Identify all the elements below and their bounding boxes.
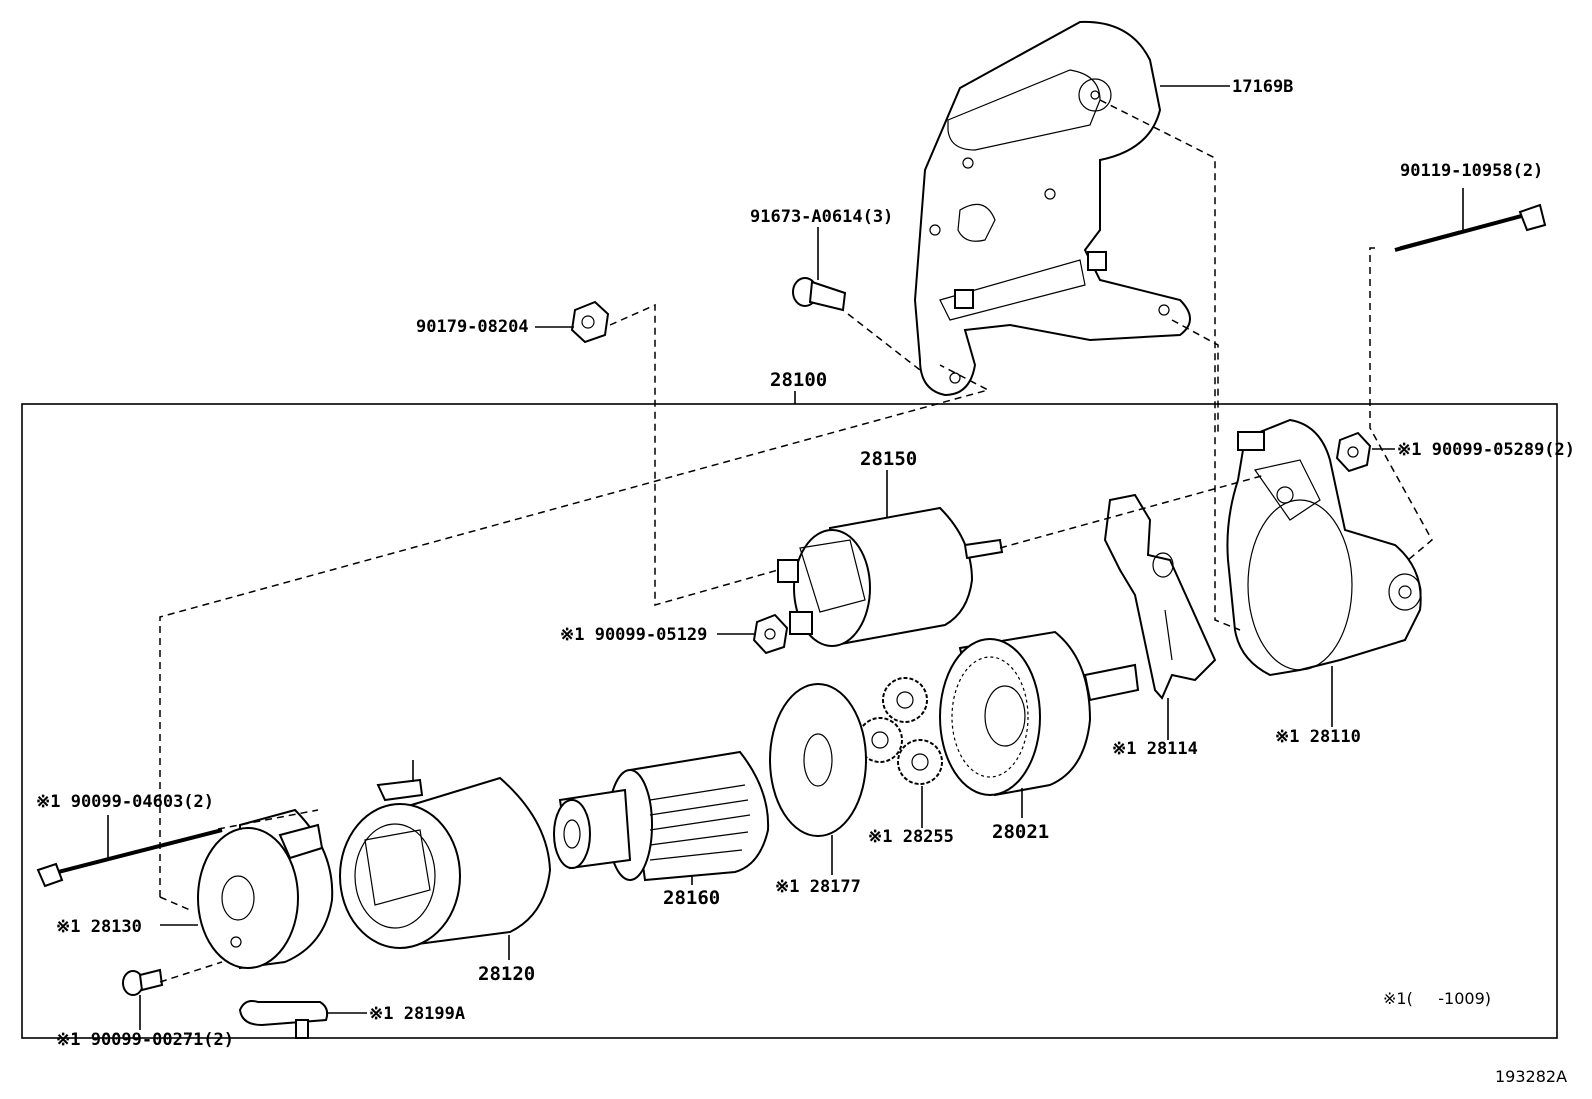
figure-id: 193282A	[1495, 1067, 1567, 1086]
label-28160: 28160	[663, 887, 720, 909]
yoke-28120	[339, 760, 552, 949]
nut-90179-08204	[570, 300, 610, 344]
label-17169b: 17169B	[1232, 77, 1293, 97]
bolt-91673-a0614	[792, 277, 847, 312]
label-90099-00271: ※1 90099-00271(2)	[56, 1030, 234, 1050]
label-28110: ※1 28110	[1275, 727, 1361, 747]
nut-90099-05289	[1335, 431, 1372, 473]
bracket-17169b	[913, 20, 1191, 397]
label-90099-05289: ※1 90099-05289(2)	[1397, 440, 1575, 460]
assembly-frame	[21, 403, 1558, 1039]
grommet-28199a	[238, 1000, 329, 1039]
screw-90099-00271	[122, 968, 164, 996]
label-90179-08204: 90179-08204	[416, 317, 529, 337]
label-28100: 28100	[770, 369, 827, 391]
label-28114: ※1 28114	[1112, 739, 1198, 759]
through-bolt-90099-04603	[36, 828, 223, 888]
long-bolt-90119-10958	[1394, 203, 1547, 252]
label-28177: ※1 28177	[775, 877, 861, 897]
label-28150: 28150	[860, 448, 917, 470]
label-90099-05129: ※1 90099-05129	[560, 625, 707, 645]
plate-28177	[769, 683, 867, 837]
planetary-gears-28255	[857, 677, 943, 785]
label-91673-a0614: 91673-A0614(3)	[750, 207, 893, 227]
alignment-lines	[159, 99, 1433, 983]
end-frame-28130	[197, 808, 334, 970]
label-28255: ※1 28255	[868, 827, 954, 847]
clutch-28021	[939, 630, 1140, 797]
label-28021: 28021	[992, 821, 1049, 843]
drive-housing-28110	[1226, 418, 1422, 677]
label-90119-10958: 90119-10958(2)	[1400, 161, 1543, 181]
label-28199a: ※1 28199A	[369, 1004, 465, 1024]
armature-28160	[553, 750, 770, 882]
solenoid-28150	[777, 506, 1004, 647]
lever-28114	[1103, 493, 1217, 700]
label-28130: ※1 28130	[56, 917, 142, 937]
label-28120: 28120	[478, 963, 535, 985]
applicability-note: ※1( -1009)	[1383, 989, 1491, 1008]
label-90099-04603: ※1 90099-04603(2)	[36, 792, 214, 812]
nut-90099-05129	[752, 613, 789, 655]
